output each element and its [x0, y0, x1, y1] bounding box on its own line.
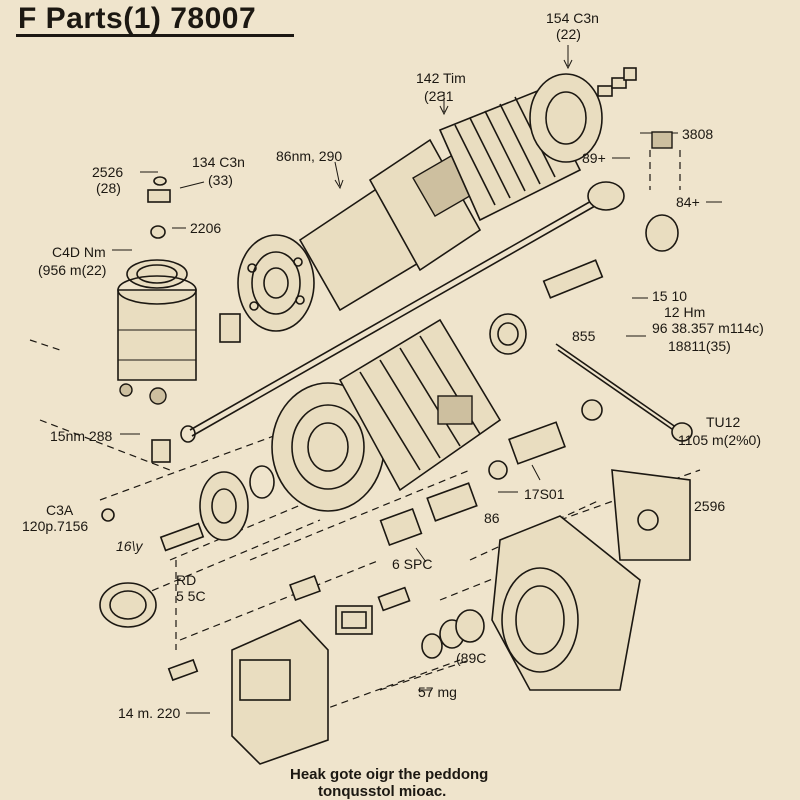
- part-label-1510: 15 10: [652, 288, 688, 304]
- part-label-55c: 5 5C: [176, 588, 206, 604]
- part-label-3808: 3808: [682, 126, 714, 142]
- tiny-washer: [101, 508, 115, 522]
- bearing-housing-left: [117, 259, 197, 405]
- part-label-96-38357: 96 38.357 m114c): [652, 320, 764, 336]
- part-label-14m-220: 14 m. 220: [118, 705, 181, 721]
- part-label-c3a: C3A: [46, 502, 74, 518]
- part-label-89: 89+: [582, 150, 606, 166]
- pin: [542, 259, 604, 299]
- part-label-86nm-290: 86nm, 290: [276, 148, 343, 164]
- part-label-tu12: TU12: [706, 414, 741, 430]
- part-label-2596: 2596: [694, 498, 726, 514]
- part-label-6-spc: 6 SPC: [392, 556, 433, 572]
- rod-piece: [159, 522, 205, 552]
- crank-lever: [555, 343, 693, 442]
- spring-pin: [167, 658, 199, 682]
- part-label-86: 86: [484, 510, 500, 526]
- gear-housing-right: [491, 469, 691, 691]
- bearing-ring: [645, 214, 679, 252]
- part-label-12-hm: 12 Hm: [664, 304, 706, 320]
- control-box: [231, 619, 329, 765]
- small-bolt: [151, 439, 171, 463]
- part-label-17s01: 17S01: [524, 486, 565, 502]
- nut-3808: [651, 131, 673, 149]
- part-label-15nm-288: 15nm 288: [50, 428, 113, 444]
- motor-body: [271, 318, 502, 512]
- part-label-33: (33): [208, 172, 233, 188]
- part-label-2206: 2206: [190, 220, 222, 236]
- part-label-134-c3n: 134 C3n: [192, 154, 245, 170]
- seal-ring: [489, 313, 527, 355]
- set-screw-top: [597, 67, 637, 97]
- caption-line-2: tonqusstol mioac.: [318, 783, 447, 800]
- cap-nut: [581, 399, 603, 421]
- part-label-22: (22): [556, 26, 581, 42]
- part-label-28: (28): [96, 180, 121, 196]
- part-label-154-c3n: 154 C3n: [546, 10, 599, 26]
- part-label-855: 855: [572, 328, 596, 344]
- part-label-c4d-nm: C4D Nm: [52, 244, 106, 260]
- part-label-120p7156: 120p.7156: [22, 518, 89, 534]
- title-underline: [16, 34, 294, 37]
- part-label-16y: 16\y: [116, 538, 143, 554]
- caption-line-1: Heak gote oigr the peddong: [290, 766, 489, 783]
- part-label-142-tim: 142 Tim: [416, 70, 466, 86]
- part-label-2526: 2526: [92, 164, 124, 180]
- switch-parts: [289, 482, 485, 659]
- small-washer: [488, 460, 508, 480]
- part-label-956m22: (956 m(22): [38, 262, 107, 278]
- part-label-57-mg: 57 mg: [418, 684, 457, 700]
- part-label-18811: 18811(35): [668, 338, 731, 354]
- part-label-84: 84+: [676, 194, 700, 210]
- end-flange-left: [199, 465, 275, 541]
- bracket-block: [508, 421, 566, 465]
- clamp-bracket: [99, 582, 157, 628]
- part-label-89c: (89C: [456, 650, 487, 666]
- part-label-21: (2Ƨ1: [424, 88, 454, 104]
- washer-stack-left: [147, 176, 171, 239]
- main-shaft-assembly: [237, 73, 603, 332]
- diagram-title: F Parts(1) 78007: [18, 2, 257, 35]
- drive-rod: [180, 181, 625, 443]
- part-label-1105: 1105 m(2%0): [678, 432, 762, 448]
- small-plug: [219, 313, 241, 343]
- part-label-rd: RD: [176, 572, 197, 588]
